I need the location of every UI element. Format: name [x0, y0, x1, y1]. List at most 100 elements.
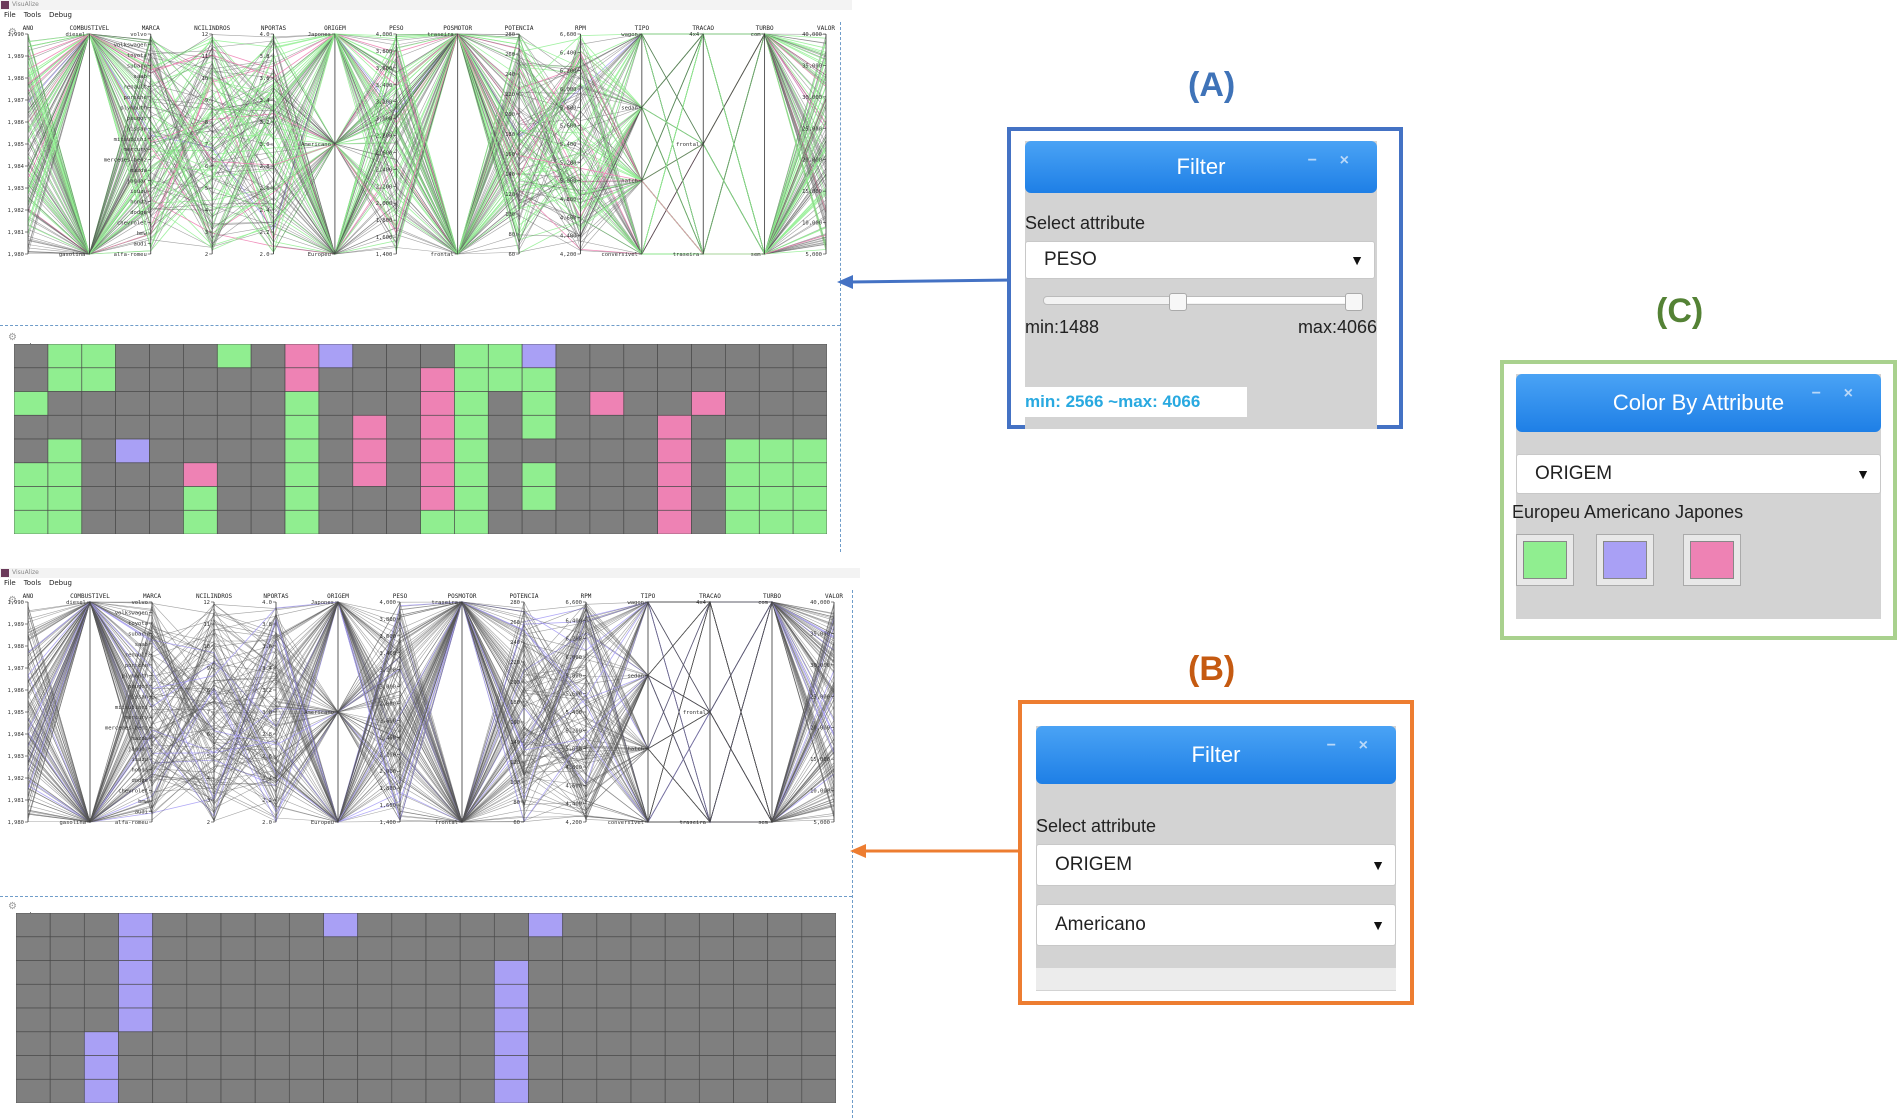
treemap-cell[interactable]: [767, 1007, 803, 1033]
treemap-cell[interactable]: [691, 344, 726, 369]
treemap-cell[interactable]: [183, 509, 218, 534]
treemap-cell[interactable]: [528, 913, 564, 938]
swatch-americano[interactable]: [1596, 534, 1654, 586]
treemap-cell[interactable]: [521, 344, 557, 369]
treemap-cell[interactable]: [493, 960, 529, 985]
treemap-cell[interactable]: [83, 1031, 119, 1056]
treemap-cell[interactable]: [758, 509, 794, 534]
treemap-cell[interactable]: [425, 1007, 461, 1033]
treemap-cell[interactable]: [357, 1007, 393, 1033]
treemap-cell[interactable]: [454, 414, 489, 440]
treemap-cell[interactable]: [352, 486, 388, 511]
treemap-cell[interactable]: [183, 391, 218, 416]
treemap-cell[interactable]: [186, 913, 222, 938]
treemap[interactable]: [16, 913, 836, 1103]
treemap-cell[interactable]: [555, 414, 591, 440]
treemap-cell[interactable]: [562, 960, 598, 985]
range-slider[interactable]: [1043, 293, 1363, 311]
treemap-cell[interactable]: [454, 391, 489, 416]
treemap-cell[interactable]: [596, 960, 632, 985]
treemap-cell[interactable]: [801, 1078, 836, 1103]
treemap-cell[interactable]: [16, 1007, 51, 1033]
treemap-cell[interactable]: [16, 1078, 51, 1103]
treemap-cell[interactable]: [792, 391, 827, 416]
menu-tools[interactable]: Tools: [23, 11, 41, 19]
treemap-cell[interactable]: [14, 486, 49, 511]
treemap-cell[interactable]: [318, 462, 354, 487]
treemap-cell[interactable]: [555, 438, 591, 464]
treemap-cell[interactable]: [118, 1031, 154, 1056]
treemap-cell[interactable]: [767, 983, 803, 1009]
treemap-cell[interactable]: [623, 509, 659, 534]
treemap-cell[interactable]: [758, 367, 794, 392]
treemap-cell[interactable]: [493, 1055, 529, 1080]
treemap-cell[interactable]: [118, 913, 154, 938]
panel-header[interactable]: Color By Attribute − ×: [1516, 374, 1881, 432]
treemap-cell[interactable]: [657, 367, 692, 392]
treemap-cell[interactable]: [420, 344, 455, 369]
axis-marca[interactable]: MARCAalfa-romeuaudibmwchevroletdodgehond…: [104, 25, 160, 258]
treemap-cell[interactable]: [792, 509, 827, 534]
treemap-cell[interactable]: [352, 509, 388, 534]
panel-header[interactable]: Filter − ×: [1036, 726, 1396, 784]
treemap-cell[interactable]: [357, 1031, 393, 1056]
treemap-cell[interactable]: [698, 983, 734, 1009]
value-select[interactable]: Americano ▼: [1036, 904, 1396, 946]
treemap-cell[interactable]: [555, 509, 591, 534]
treemap-cell[interactable]: [183, 438, 218, 464]
treemap-cell[interactable]: [118, 960, 154, 985]
treemap-cell[interactable]: [596, 1078, 632, 1103]
treemap-cell[interactable]: [115, 509, 150, 534]
axis-valor[interactable]: VALOR5,00010,00015,00020,00025,00030,000…: [810, 593, 843, 826]
treemap-cell[interactable]: [630, 1007, 666, 1033]
axis-peso[interactable]: PESO1,4001,6001,8002,0002,2002,4002,6002…: [379, 593, 407, 826]
gear-icon[interactable]: ⚙: [8, 595, 17, 606]
treemap-cell[interactable]: [115, 414, 150, 440]
close-icon[interactable]: ×: [1358, 737, 1368, 754]
treemap-cell[interactable]: [391, 936, 427, 961]
treemap-cell[interactable]: [657, 509, 692, 534]
attribute-select[interactable]: ORIGEM ▼: [1036, 844, 1396, 886]
treemap-cell[interactable]: [49, 913, 85, 938]
treemap-cell[interactable]: [250, 414, 286, 440]
treemap-cell[interactable]: [801, 1007, 836, 1033]
treemap-cell[interactable]: [254, 983, 290, 1009]
treemap-cell[interactable]: [562, 913, 598, 938]
treemap-cell[interactable]: [623, 391, 659, 416]
treemap-cell[interactable]: [420, 367, 455, 392]
treemap-cell[interactable]: [284, 344, 320, 369]
menu-tools[interactable]: Tools: [23, 579, 41, 587]
treemap-cell[interactable]: [521, 509, 557, 534]
treemap-cell[interactable]: [216, 391, 252, 416]
treemap-cell[interactable]: [49, 1078, 85, 1103]
treemap-cell[interactable]: [425, 1055, 461, 1080]
treemap-cell[interactable]: [81, 462, 117, 487]
treemap-cell[interactable]: [698, 1055, 734, 1080]
treemap-cell[interactable]: [521, 438, 557, 464]
gear-icon[interactable]: ⚙: [8, 901, 17, 912]
treemap-cell[interactable]: [16, 1055, 51, 1080]
treemap-cell[interactable]: [459, 936, 495, 961]
treemap-cell[interactable]: [352, 438, 388, 464]
treemap-cell[interactable]: [254, 1078, 290, 1103]
treemap-cell[interactable]: [220, 1078, 256, 1103]
treemap-cell[interactable]: [386, 344, 421, 369]
treemap-cell[interactable]: [284, 509, 320, 534]
treemap-cell[interactable]: [288, 1031, 324, 1056]
treemap-cell[interactable]: [118, 936, 154, 961]
treemap-cell[interactable]: [767, 1078, 803, 1103]
treemap-cell[interactable]: [425, 1031, 461, 1056]
treemap-cell[interactable]: [725, 344, 760, 369]
treemap-cell[interactable]: [698, 960, 734, 985]
treemap-cell[interactable]: [250, 438, 286, 464]
treemap-cell[interactable]: [357, 1055, 393, 1080]
treemap-cell[interactable]: [118, 1055, 154, 1080]
treemap-cell[interactable]: [357, 960, 393, 985]
treemap-cell[interactable]: [664, 1078, 700, 1103]
treemap-cell[interactable]: [725, 367, 760, 392]
treemap-cell[interactable]: [664, 983, 700, 1009]
treemap-cell[interactable]: [725, 486, 760, 511]
